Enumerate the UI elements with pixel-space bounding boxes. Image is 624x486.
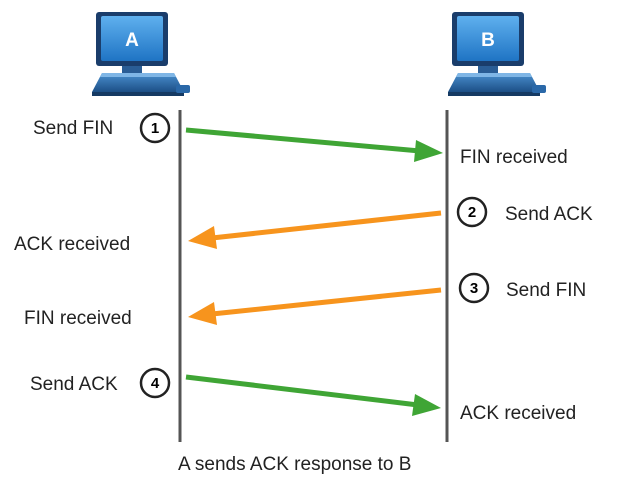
- host-b-label: B: [481, 30, 495, 51]
- step-2-receiver-label: ACK received: [14, 234, 131, 255]
- step-1-badge: 1: [139, 112, 171, 144]
- step-2-number: 2: [468, 204, 476, 221]
- step-4-receiver-label: ACK received: [460, 403, 577, 424]
- step-4-number: 4: [151, 375, 160, 392]
- step-1-receiver-label: FIN received: [460, 147, 568, 168]
- step-4-sender-label: Send ACK: [30, 374, 118, 395]
- step-4-badge: 4: [139, 367, 171, 399]
- step-3-receiver-label: FIN received: [24, 308, 132, 329]
- step-3-sender-label: Send FIN: [506, 280, 587, 301]
- arrow-step-1: [185, 127, 443, 162]
- host-a-label: A: [125, 30, 139, 51]
- arrow-step-3: [188, 287, 442, 325]
- step-3-badge: 3: [458, 272, 490, 304]
- step-1-sender-label: Send FIN: [33, 118, 114, 139]
- step-3-number: 3: [470, 280, 478, 297]
- step-2-badge: 2: [456, 196, 488, 228]
- step-1-number: 1: [151, 120, 159, 137]
- arrow-step-4: [185, 374, 441, 416]
- host-b-computer-icon: B: [448, 12, 546, 96]
- arrow-step-2: [188, 210, 442, 249]
- step-2-sender-label: Send ACK: [505, 204, 593, 225]
- diagram-caption: A sends ACK response to B: [178, 454, 412, 475]
- host-a-computer-icon: A: [92, 12, 190, 96]
